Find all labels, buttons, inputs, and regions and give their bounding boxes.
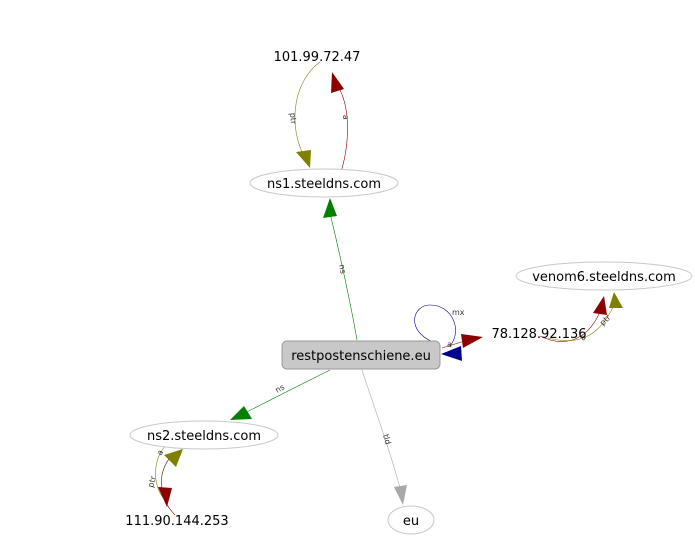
edge-label-ns2: ns: [274, 382, 286, 394]
edge-label-tld: tld: [381, 433, 392, 445]
edge-label-mx: mx: [452, 308, 465, 317]
arrowhead-venom6: [609, 292, 623, 308]
arrowhead-ip-ns1: [331, 72, 344, 93]
arrowhead-ip-mx: [461, 334, 483, 348]
node-ip-ns2[interactable]: 111.90.144.253: [125, 514, 228, 529]
arrowhead-ip-mx-from-venom6: [593, 296, 607, 315]
edge-label-a-main: a: [447, 340, 452, 349]
node-eu[interactable]: eu: [387, 505, 435, 535]
node-ip-ns1[interactable]: 101.99.72.47: [274, 50, 361, 65]
arrowhead-ns1: [323, 198, 337, 218]
arrowhead-eu: [394, 485, 407, 505]
edge-label-venom6-ptr: ptr: [598, 312, 613, 327]
arrowhead-ip-ns2: [158, 487, 172, 507]
edge-a-main-ip: a: [441, 334, 483, 361]
arrowhead-mx-main: [441, 346, 462, 361]
edge-ns-main-ns1: ns: [323, 198, 358, 341]
edge-tld-main-eu: tld: [361, 369, 407, 505]
node-main-domain[interactable]: restpostenschiene.eu: [281, 340, 441, 370]
edge-ns1-ip: a ptr: [288, 61, 350, 176]
edge-label-ns2-a: a: [155, 448, 165, 457]
arrowhead-ns1-ptr: [296, 150, 311, 168]
node-ns2[interactable]: ns2.steeldns.com: [129, 420, 279, 450]
node-venom6-label: venom6.steeldns.com: [532, 270, 676, 285]
node-ns2-label: ns2.steeldns.com: [147, 429, 261, 444]
edge-mx-loop: mx: [414, 304, 465, 347]
node-venom6[interactable]: venom6.steeldns.com: [515, 261, 693, 291]
edge-ns2-ip: a ptr: [146, 445, 183, 516]
edge-label-ns2-ptr: ptr: [146, 474, 158, 488]
node-ns1[interactable]: ns1.steeldns.com: [249, 168, 399, 198]
edge-label-ns1-ptr: ptr: [288, 112, 298, 125]
arrowhead-ns2-ptr: [164, 449, 183, 467]
node-main-label: restpostenschiene.eu: [291, 349, 431, 364]
edge-label-ns1-a: a: [341, 114, 350, 120]
edge-ns-main-ns2: ns: [230, 369, 331, 420]
node-eu-label: eu: [403, 514, 419, 529]
node-ip-ns1-label: 101.99.72.47: [274, 50, 361, 65]
node-ip-mx[interactable]: 78.128.92.136: [491, 327, 586, 342]
node-ns1-label: ns1.steeldns.com: [267, 177, 381, 192]
edge-label-venom6-a: a: [578, 333, 588, 343]
edge-label-ns1: ns: [337, 264, 348, 275]
arrowhead-ns2: [230, 406, 252, 420]
node-ip-mx-label: 78.128.92.136: [491, 327, 586, 342]
node-ip-ns2-label: 111.90.144.253: [125, 514, 228, 529]
